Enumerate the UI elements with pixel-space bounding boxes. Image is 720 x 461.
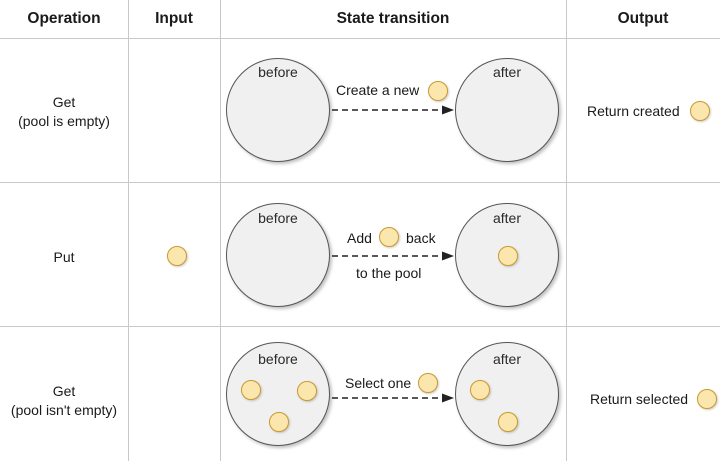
operation-cell: Get (pool isn't empty) [0,382,128,420]
before-label: before [258,351,298,367]
pooled-object-icon [498,412,518,432]
pooled-object-icon [470,380,490,400]
arrow-label: Select one [345,375,412,391]
pooled-object-icon [297,381,317,401]
before-label: before [258,64,298,80]
arrow-label: back [406,230,436,246]
pooled-object-icon [418,373,438,393]
pool-before-circle [226,203,330,307]
pooled-object-icon [697,389,717,409]
after-label: after [492,351,521,367]
header-output: Output [617,10,669,27]
transition-arrow [332,251,454,261]
input-object-icon [167,246,187,266]
arrow-label: Add [347,230,372,246]
arrow-label: to the pool [356,265,422,281]
pooled-object-icon [269,412,289,432]
pooled-object-icon [241,380,261,400]
pooled-object-icon [690,101,710,121]
row-divider [0,326,720,327]
arrow-label: Create a new [336,82,420,98]
after-label: after [492,210,521,226]
operation-cell: Put [0,248,128,267]
transition-arrow [332,105,454,115]
column-divider [128,0,129,461]
operation-name: Get [52,383,76,399]
pool-before-circle [226,58,330,162]
pooled-object-icon [379,227,399,247]
output-label: Return created [587,103,680,119]
pooled-object-icon [498,246,518,266]
pooled-object-icon [428,81,448,101]
operation-name: Put [53,249,75,265]
column-divider [220,0,221,461]
transition-arrow [332,393,454,403]
header-state-transition: State transition [336,10,450,27]
header-operation: Operation [27,10,101,27]
operation-cell: Get (pool is empty) [0,93,128,131]
operation-condition: (pool isn't empty) [10,402,118,418]
operation-name: Get [52,94,76,110]
pool-after-circle [455,58,559,162]
row-divider [0,38,720,39]
column-divider [566,0,567,461]
after-label: after [492,64,521,80]
row-divider [0,182,720,183]
operation-condition: (pool is empty) [18,113,110,129]
before-label: before [258,210,298,226]
header-input: Input [155,10,193,27]
output-label: Return selected [590,391,689,407]
